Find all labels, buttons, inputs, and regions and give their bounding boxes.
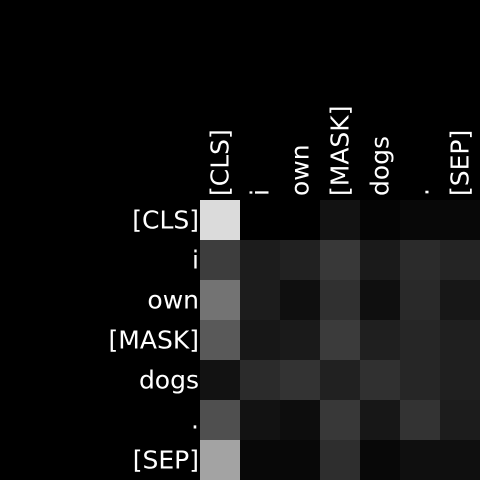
- heatmap-cell-r1-c5: [400, 240, 440, 280]
- x-tick-label-sep: [SEP]: [446, 130, 475, 196]
- heatmap-cell-r6-c4: [360, 440, 400, 480]
- heatmap-cell-r5-c6: [440, 400, 480, 440]
- y-tick-label-cls: [CLS]: [132, 206, 199, 235]
- heatmap-cell-r0-c1: [240, 200, 280, 240]
- y-tick-label-own: own: [147, 286, 199, 315]
- y-tick-label-mask: [MASK]: [109, 326, 199, 355]
- heatmap-cell-r3-c3: [320, 320, 360, 360]
- heatmap-cell-r5-c5: [400, 400, 440, 440]
- heatmap-cell-r5-c4: [360, 400, 400, 440]
- heatmap-cell-r0-c0: [200, 200, 240, 240]
- heatmap-cell-r2-c6: [440, 280, 480, 320]
- heatmap-cell-r2-c0: [200, 280, 240, 320]
- heatmap-cell-r0-c2: [280, 200, 320, 240]
- heatmap-cells: [200, 200, 480, 480]
- heatmap-cell-r2-c1: [240, 280, 280, 320]
- heatmap-cell-r4-c0: [200, 360, 240, 400]
- x-tick-label-period: .: [406, 188, 435, 196]
- heatmap-cell-r5-c3: [320, 400, 360, 440]
- y-tick-label-dogs: dogs: [139, 366, 199, 395]
- heatmap-cell-r4-c5: [400, 360, 440, 400]
- heatmap-cell-r4-c2: [280, 360, 320, 400]
- heatmap-cell-r2-c3: [320, 280, 360, 320]
- heatmap-cell-r2-c5: [400, 280, 440, 320]
- x-tick-label-mask: [MASK]: [326, 106, 355, 196]
- x-tick-label-cls: [CLS]: [206, 129, 235, 196]
- y-tick-label-i: i: [192, 246, 199, 275]
- x-tick-label-i: i: [246, 189, 275, 196]
- heatmap-cell-r1-c2: [280, 240, 320, 280]
- heatmap-cell-r6-c0: [200, 440, 240, 480]
- heatmap-cell-r5-c2: [280, 400, 320, 440]
- heatmap-cell-r4-c3: [320, 360, 360, 400]
- heatmap-cell-r3-c5: [400, 320, 440, 360]
- heatmap-cell-r3-c6: [440, 320, 480, 360]
- heatmap-cell-r2-c2: [280, 280, 320, 320]
- heatmap-cell-r0-c5: [400, 200, 440, 240]
- heatmap-cell-r1-c3: [320, 240, 360, 280]
- heatmap-cell-r5-c0: [200, 400, 240, 440]
- heatmap-cell-r4-c4: [360, 360, 400, 400]
- heatmap-cell-r1-c6: [440, 240, 480, 280]
- heatmap-cell-r3-c2: [280, 320, 320, 360]
- heatmap-cell-r6-c6: [440, 440, 480, 480]
- y-tick-label-period: .: [191, 406, 199, 435]
- heatmap-cell-r6-c1: [240, 440, 280, 480]
- heatmap-cell-r6-c3: [320, 440, 360, 480]
- heatmap-cell-r3-c4: [360, 320, 400, 360]
- heatmap-cell-r1-c1: [240, 240, 280, 280]
- heatmap-cell-r3-c0: [200, 320, 240, 360]
- y-tick-labels: [CLS] i own [MASK] dogs. [SEP]: [109, 206, 199, 475]
- heatmap-cell-r0-c3: [320, 200, 360, 240]
- heatmap-cell-r4-c1: [240, 360, 280, 400]
- heatmap-cell-r3-c1: [240, 320, 280, 360]
- y-tick-label-sep: [SEP]: [133, 446, 199, 475]
- heatmap-cell-r6-c2: [280, 440, 320, 480]
- heatmap-cell-r5-c1: [240, 400, 280, 440]
- x-tick-label-own: own: [286, 144, 315, 196]
- heatmap-cell-r1-c4: [360, 240, 400, 280]
- heatmap-cell-r2-c4: [360, 280, 400, 320]
- heatmap-cell-r4-c6: [440, 360, 480, 400]
- heatmap-cell-r0-c6: [440, 200, 480, 240]
- x-tick-labels: [CLS] i own [MASK] dogs. [SEP]: [206, 106, 475, 196]
- heatmap-cell-r1-c0: [200, 240, 240, 280]
- heatmap-cell-r6-c5: [400, 440, 440, 480]
- x-tick-label-dogs: dogs: [366, 136, 395, 196]
- heatmap-cell-r0-c4: [360, 200, 400, 240]
